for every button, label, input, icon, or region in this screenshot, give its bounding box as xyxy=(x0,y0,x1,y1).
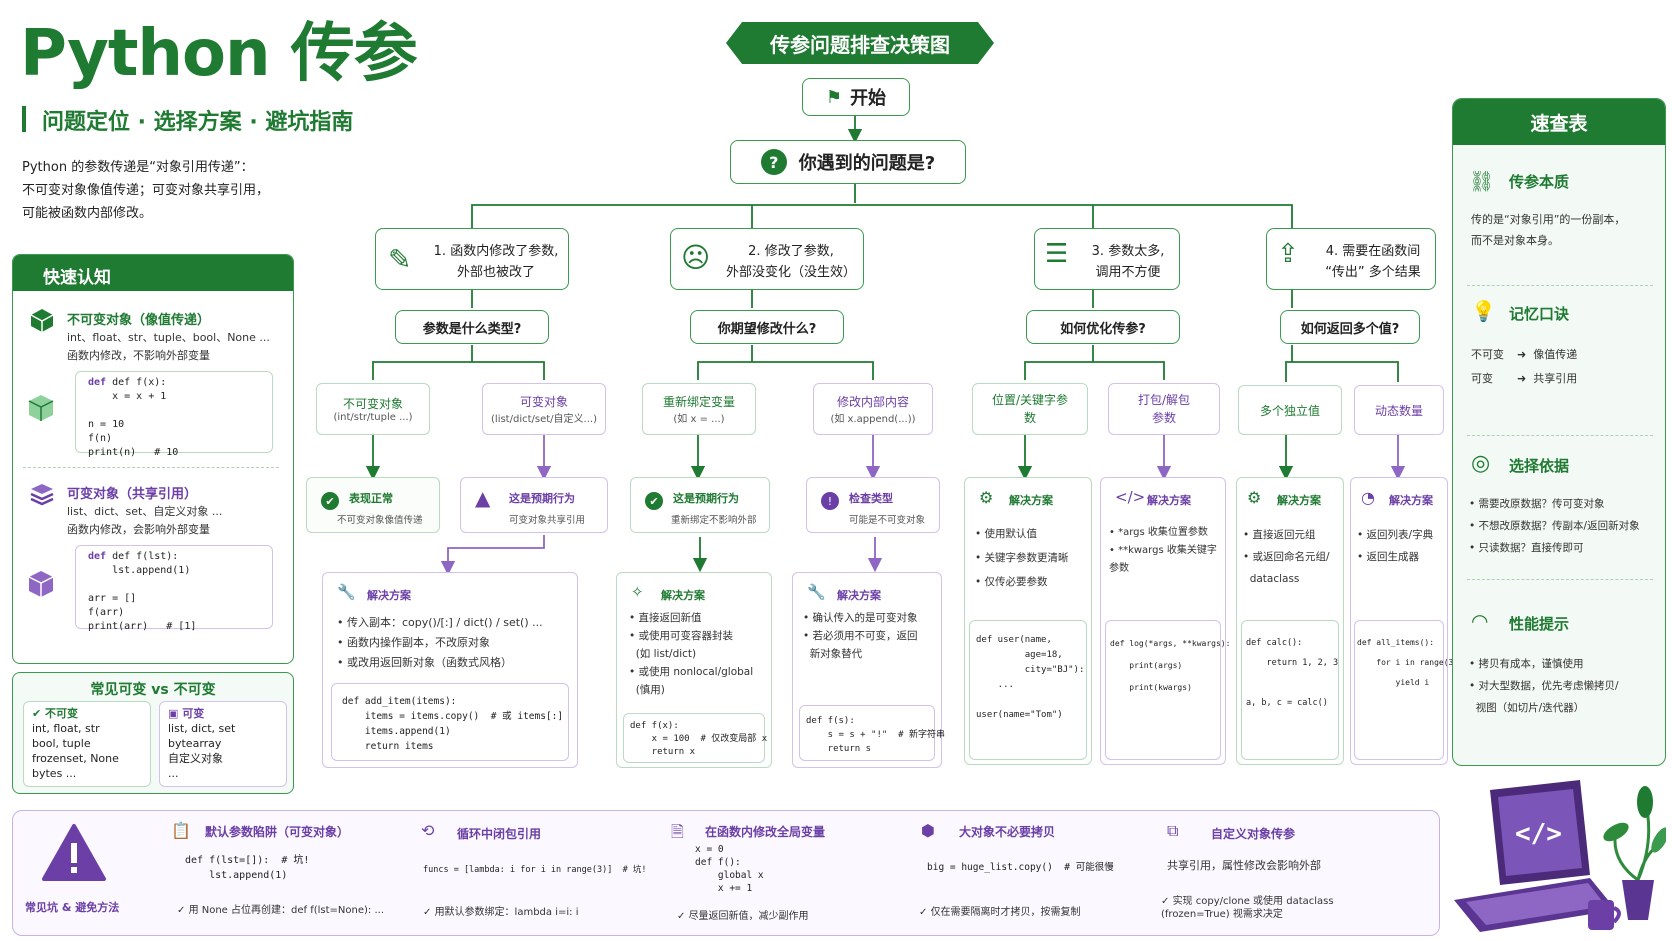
svg-text:</>: </> xyxy=(1515,819,1562,849)
mutable-code: def def f(lst): lst.append(1) arr = [] f… xyxy=(75,545,273,632)
cheat-sheet-panel: 速查表 ⛓ 传参本质 传的是“对象引用”的一份副本，而不是对象本身。 💡 记忆口… xyxy=(1452,98,1666,766)
b1-opt-immutable[interactable]: 不可变对象(int/str/tuple ...) xyxy=(316,383,430,435)
document-icon: 🗎 xyxy=(671,822,684,841)
branch-2-node[interactable]: ☹ 2. 修改了参数,外部没变化（没生效） xyxy=(670,228,864,290)
b1-opt-mutable[interactable]: 可变对象(list/dict/set/自定义...) xyxy=(482,383,606,435)
check-icon: ✔ xyxy=(645,492,663,510)
cube-purple-icon xyxy=(27,569,55,602)
b4-solution-generator: ◔ 解决方案 • 返回列表/字典 • 返回生成器 def all_items()… xyxy=(1350,477,1463,765)
b3-opt-keyword[interactable]: 位置/关键字参数 xyxy=(972,383,1088,435)
intro-text: Python 的参数传递是“对象引用传递”：不可变对象像值传递；可变对象共享引用… xyxy=(22,160,270,221)
code-icon: </> xyxy=(1115,488,1146,506)
immutable-code: def def f(x): x = x + 1 n = 10 f(n) prin… xyxy=(75,371,273,458)
b2-solution-mutate: 🔧 解决方案 • 确认传入的是可变对象 • 若必须用不可变，返回 新对象替代 d… xyxy=(792,572,945,768)
mutable-types: list、dict、set、自定义对象 ... xyxy=(67,505,223,518)
quick-panel-title: 快速认知 xyxy=(13,255,293,291)
b3-solution-pack: </> 解决方案 • *args 收集位置参数 • **kwargs 收集关键字… xyxy=(1100,477,1230,765)
cube-light-icon xyxy=(27,393,55,426)
magic-wand-icon: ✧ xyxy=(631,583,644,601)
b2-opt-mutate[interactable]: 修改内部内容(如 x.append(...)) xyxy=(813,383,933,435)
lightbulb-icon: 💡 xyxy=(1471,299,1496,323)
branch-4-node[interactable]: ⇪ 4. 需要在函数间“传出” 多个结果 xyxy=(1266,228,1436,290)
cheat-title: 速查表 xyxy=(1453,99,1665,145)
b4-opt-dynamic[interactable]: 动态数量 xyxy=(1354,385,1444,435)
pitfalls-label: 常见坑 & 避免方法 xyxy=(25,901,120,914)
branch-2-question[interactable]: 你期望修改什么? xyxy=(690,310,844,344)
box-icon: ⬢ xyxy=(921,821,935,840)
pencil-icon: ✎ xyxy=(388,243,412,276)
clipboard-icon: 📋 xyxy=(171,821,191,840)
branch-1-question[interactable]: 参数是什么类型? xyxy=(395,310,549,344)
gauge-icon: ◠ xyxy=(1471,609,1489,633)
b2-res-check: ! 检查类型 可能是不可变对象 xyxy=(806,477,940,533)
page-title: Python 传参 xyxy=(20,17,418,91)
check-icon: ✔ xyxy=(321,492,339,510)
mutable-desc: 函数内修改，会影响外部变量 xyxy=(67,523,210,536)
quick-panel: 快速认知 不可变对象（像值传递） int、float、str、tuple、boo… xyxy=(12,254,294,664)
b3-opt-pack[interactable]: 打包/解包参数 xyxy=(1108,383,1220,435)
immutable-title: 不可变对象（像值传递） xyxy=(67,313,211,328)
branch-3-question[interactable]: 如何优化传参? xyxy=(1026,310,1180,344)
pitfall-copy: ⬢ 大对象不必要拷贝 big = huge_list.copy() # 可能很慢… xyxy=(919,821,1114,918)
gear-icon: ⚙ xyxy=(979,488,994,507)
immutable-desc: 函数内修改，不影响外部变量 xyxy=(67,349,210,362)
branch-3-node[interactable]: ☰ 3. 参数太多,调用不方便 xyxy=(1034,228,1180,290)
common-title: 常见可变 vs 不可变 xyxy=(90,682,216,698)
speedometer-icon: ◔ xyxy=(1361,488,1375,507)
gear-icon: ⚙ xyxy=(1247,488,1262,507)
b1-solution: 🔧 解决方案 • 传入副本：copy()/[:] / dict() / set(… xyxy=(322,572,578,768)
objects-icon: ⧉ xyxy=(1167,821,1179,840)
branch-1-node[interactable]: ✎ 1. 函数内修改了参数,外部也被改了 xyxy=(375,228,569,290)
pitfall-default-arg: 📋 默认参数陷阱（可变对象） def f(lst=[]): # 坑! lst.a… xyxy=(171,821,384,916)
b1-res-expected: ▲ 这是预期行为 可变对象共享引用 xyxy=(460,477,608,533)
target-icon: ◎ xyxy=(1471,451,1491,476)
branch-4-question[interactable]: 如何返回多个值? xyxy=(1280,310,1420,344)
pitfall-custom-object: ⧉ 自定义对象传参 共享引用，属性修改会影响外部 ✓ 实现 copy/clone… xyxy=(1161,821,1334,920)
start-node[interactable]: ⚑开始 xyxy=(802,78,910,116)
pitfall-global: 🗎 在函数内修改全局变量 x = 0 def f(): global x x +… xyxy=(671,822,826,922)
b2-res-expected: ✔ 这是预期行为 重新绑定不影响外部 xyxy=(630,477,770,533)
b2-solution-rebind: ✧ 解决方案 • 直接返回新值 • 或使用可变容器封装 (如 list/dict… xyxy=(616,572,772,768)
b3-solution-keyword: ⚙ 解决方案 • 使用默认值 • 关键字参数更清晰 • 仅传必要参数 def u… xyxy=(964,477,1092,765)
page-subtitle: 问题定位 · 选择方案 · 避坑指南 xyxy=(42,110,354,135)
question-icon: ? xyxy=(760,149,787,175)
link-icon: ⛓ xyxy=(1469,169,1495,193)
laptop-plant-illustration: </> xyxy=(1454,780,1666,932)
wrench-icon: 🔧 xyxy=(337,583,356,601)
pitfall-closure: ⟲ 循环中闭包引用 funcs = [lambda: i for i in ra… xyxy=(421,821,647,918)
b4-solution-tuple: ⚙ 解决方案 • 直接返回元组 • 或返回命名元组/ dataclass def… xyxy=(1236,477,1344,765)
flow-title: 传参问题排查决策图 xyxy=(726,22,994,64)
mutable-title: 可变对象（共享引用） xyxy=(67,487,198,502)
share-icon: ⇪ xyxy=(1277,239,1299,269)
pitfalls-panel: 常见坑 & 避免方法 📋 默认参数陷阱（可变对象） def f(lst=[]):… xyxy=(12,810,1440,936)
loop-icon: ⟲ xyxy=(421,821,435,840)
flag-icon: ⚑ xyxy=(825,86,843,108)
sad-face-icon: ☹ xyxy=(681,241,711,274)
list-icon: ☰ xyxy=(1045,239,1069,269)
wrench-icon: 🔧 xyxy=(807,583,826,601)
layers-icon xyxy=(29,481,55,510)
b4-opt-multi[interactable]: 多个独立值 xyxy=(1238,385,1342,435)
b1-res-normal: ✔ 表现正常 不可变对象像值传递 xyxy=(306,477,440,533)
warning-icon: ▲ xyxy=(475,486,491,510)
cube-green-icon xyxy=(29,307,55,336)
question-node[interactable]: ?你遇到的问题是? xyxy=(730,140,966,184)
b2-opt-rebind[interactable]: 重新绑定变量(如 x = ...) xyxy=(642,383,756,435)
info-icon: ! xyxy=(821,492,839,510)
immutable-types: int、float、str、tuple、bool、None ... xyxy=(67,331,270,344)
warning-large-icon xyxy=(41,823,107,886)
subtitle-bar xyxy=(22,106,26,132)
